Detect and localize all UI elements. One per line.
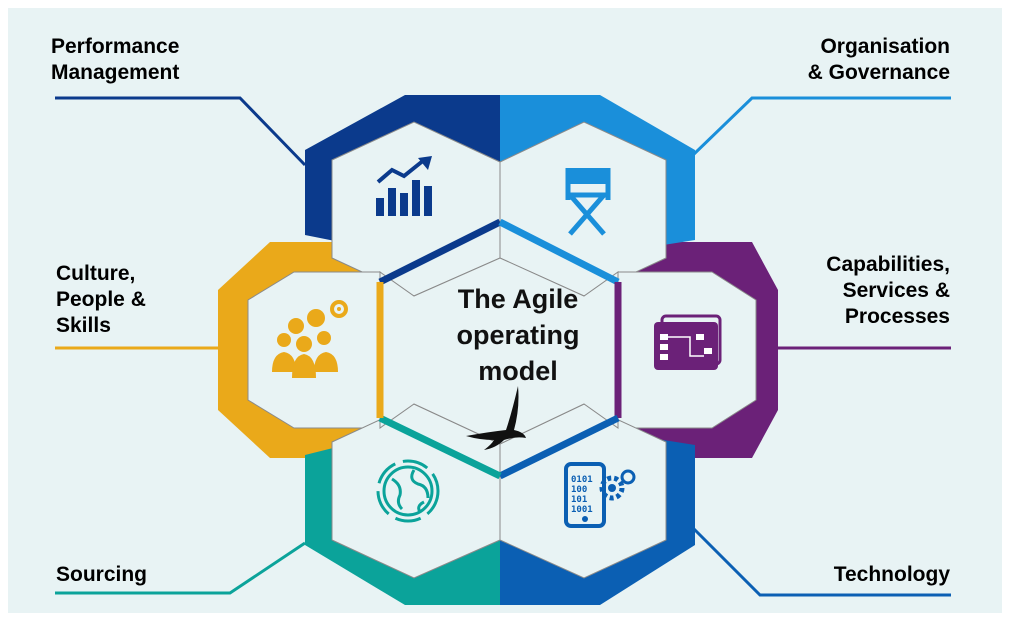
label-organisation: Organisation & Governance <box>808 34 950 86</box>
svg-text:100: 100 <box>571 485 587 495</box>
globe-icon <box>376 459 440 523</box>
diagram-canvas: 0101 100 101 1001 Performance Management… <box>8 8 1002 613</box>
label-sourcing: Sourcing <box>56 562 147 588</box>
label-capabilities-line-3: Processes <box>844 305 950 328</box>
label-technology: Technology <box>834 562 950 588</box>
people-gear-icon <box>272 300 348 378</box>
binary-tablet-gear-icon: 0101 100 101 1001 <box>564 462 636 528</box>
process-flow-icon <box>654 314 722 370</box>
bird-silhouette-icon <box>466 386 526 450</box>
label-performance-line-1: Performance <box>51 35 180 58</box>
center-edge-technology <box>498 414 620 480</box>
center-title-line-3: model <box>478 356 558 386</box>
label-capabilities-line-2: Services & <box>842 279 950 302</box>
center-title-line-2: operating <box>456 320 580 350</box>
label-capabilities: Capabilities, Services & Processes <box>826 252 950 330</box>
center-edge-sourcing <box>378 414 502 480</box>
label-performance-line-2: Management <box>51 61 180 84</box>
label-capabilities-line-1: Capabilities, <box>826 253 950 276</box>
label-culture-line-3: Skills <box>56 314 111 337</box>
leader-line-organisation <box>691 96 951 157</box>
label-technology-line-1: Technology <box>833 563 950 586</box>
label-performance: Performance Management <box>51 34 179 86</box>
label-sourcing-line-1: Sourcing <box>56 563 148 586</box>
leader-line-technology <box>688 523 951 597</box>
center-title: The Agile operating model <box>393 281 643 389</box>
label-organisation-line-2: & Governance <box>807 61 950 84</box>
svg-text:1001: 1001 <box>571 505 593 515</box>
label-culture-line-2: People & <box>56 288 146 311</box>
label-culture-line-1: Culture, <box>56 262 136 285</box>
leader-line-performance <box>55 96 307 167</box>
hex-inner-culture <box>247 271 381 429</box>
directors-chair-icon <box>565 168 611 236</box>
svg-text:101: 101 <box>571 495 587 505</box>
leader-line-sourcing <box>55 541 306 595</box>
label-culture: Culture, People & Skills <box>56 261 146 339</box>
svg-text:0101: 0101 <box>571 475 593 485</box>
hexagon-diagram: 0101 100 101 1001 <box>55 95 951 605</box>
label-organisation-line-1: Organisation <box>820 35 950 58</box>
center-edge-organisation <box>498 218 620 286</box>
center-title-line-1: The Agile <box>457 284 579 314</box>
center-edge-performance <box>378 218 502 286</box>
chart-growth-icon <box>376 156 432 216</box>
